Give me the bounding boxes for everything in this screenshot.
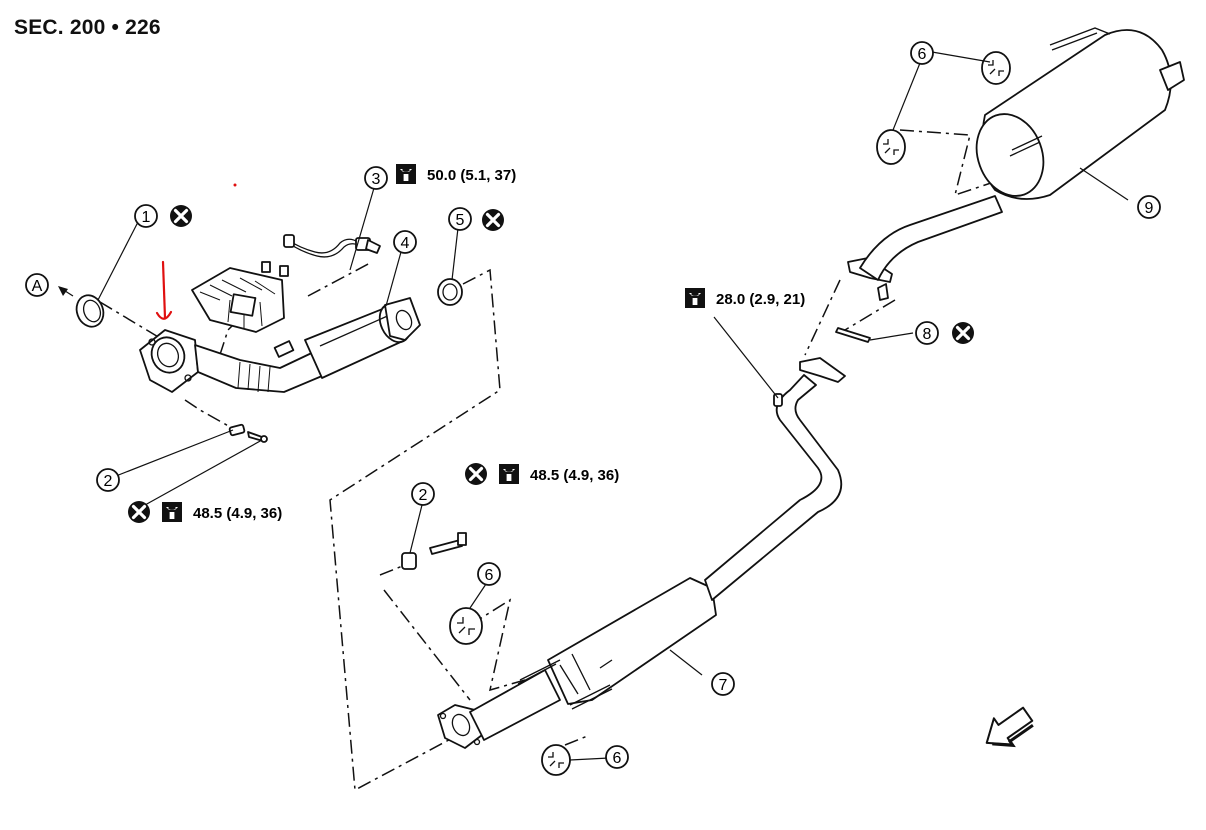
callout-9: 9	[1137, 195, 1161, 219]
svg-text:1: 1	[142, 209, 151, 226]
do-not-reuse-icon	[168, 203, 194, 229]
callout-4: 4	[393, 230, 417, 254]
svg-text:5: 5	[456, 212, 465, 229]
do-not-reuse-icon	[480, 207, 506, 233]
svg-text:8: 8	[923, 326, 932, 343]
exhaust-manifold-converter-part-4	[139, 261, 421, 393]
main-muffler-part-9	[847, 27, 1185, 301]
torque-center-bolt: 48.5 (4.9, 36)	[530, 467, 619, 484]
torque-wrench-icon	[499, 464, 519, 484]
manifold-bolt-part-2	[228, 423, 268, 443]
svg-text:4: 4	[401, 235, 410, 252]
torque-wrench-icon	[162, 502, 182, 522]
callout-2-front: 2	[96, 468, 120, 492]
svg-text:6: 6	[485, 567, 494, 584]
do-not-reuse-icon	[126, 499, 152, 525]
reference-a-callout: A	[25, 273, 49, 297]
svg-text:6: 6	[918, 46, 927, 63]
callout-6-center: 6	[477, 562, 501, 586]
torque-rear-nut: 28.0 (2.9, 21)	[716, 291, 805, 308]
svg-text:7: 7	[719, 677, 728, 694]
section-title: SEC. 200 • 226	[14, 16, 161, 39]
callout-8: 8	[915, 321, 939, 345]
svg-text:2: 2	[104, 473, 113, 490]
callout-7: 7	[711, 672, 735, 696]
torque-wrench-icon	[396, 164, 416, 184]
svg-text:6: 6	[613, 750, 622, 767]
gasket-part-1	[75, 294, 105, 328]
svg-text:A: A	[32, 278, 43, 295]
callout-2-center: 2	[411, 482, 435, 506]
dashed-guide-lines	[99, 129, 1001, 792]
callout-6-rear: 6	[910, 41, 934, 65]
torque-sensor: 50.0 (5.1, 37)	[427, 167, 516, 184]
do-not-reuse-icon	[463, 461, 489, 487]
rubber-mount-part-6	[449, 51, 1011, 776]
svg-text:9: 9	[1145, 200, 1154, 217]
callout-5: 5	[448, 207, 472, 231]
torque-manifold-bolts: 48.5 (4.9, 36)	[193, 505, 282, 522]
leader-lines	[58, 51, 1129, 761]
rear-nut	[773, 393, 783, 407]
do-not-reuse-icon	[950, 320, 976, 346]
seal-part-8	[835, 327, 871, 343]
center-bolt-part-2	[401, 532, 467, 570]
center-muffler-part-7	[437, 357, 846, 749]
red-annotation-arrow	[155, 183, 237, 320]
callout-1: 1	[134, 204, 158, 228]
oxygen-sensor-part-3	[283, 234, 381, 258]
svg-text:2: 2	[419, 487, 428, 504]
torque-wrench-icon	[685, 288, 705, 308]
svg-text:3: 3	[372, 171, 381, 188]
callout-6-bottom: 6	[605, 745, 629, 769]
front-direction-arrow-icon	[985, 706, 1034, 748]
callout-3: 3	[364, 166, 388, 190]
red-dot-mark	[233, 183, 237, 187]
gasket-part-5	[437, 278, 463, 306]
